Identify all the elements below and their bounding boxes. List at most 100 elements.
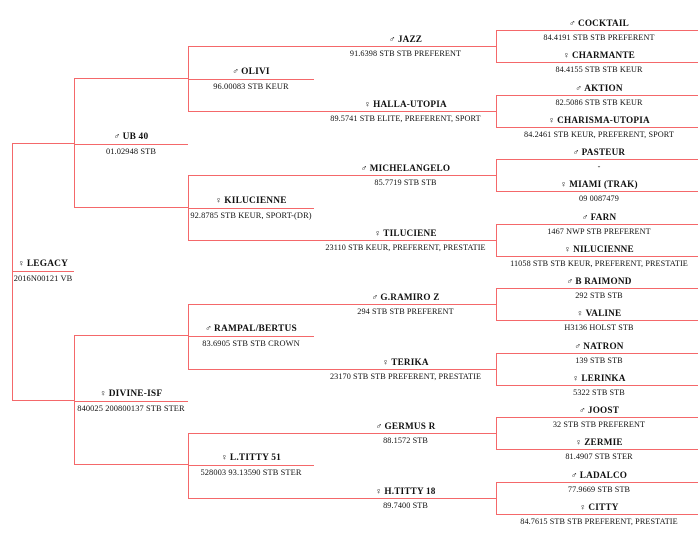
- node-michelangelo[interactable]: ♂MICHELANGELO 85.7719 STB STB: [314, 163, 497, 188]
- node-charisma-utopia[interactable]: ♀CHARISMA-UTOPIA 84.2461 STB KEUR, PREFE…: [500, 115, 698, 140]
- node-b-raimond-name: ♂B RAIMOND: [566, 276, 632, 286]
- node-aktion-rule: [500, 95, 698, 96]
- female-icon: ♀: [579, 502, 587, 512]
- node-aktion[interactable]: ♂AKTION 82.5086 STB STB KEUR: [500, 83, 698, 108]
- node-olivi[interactable]: ♂OLIVI 96.00083 STB KEUR: [188, 66, 314, 92]
- node-ltitty51[interactable]: ♀L.TITTY 51 528003 93.13590 STB STER: [188, 452, 314, 478]
- node-germus-r[interactable]: ♂GERMUS R 88.1572 STB: [314, 421, 497, 446]
- node-valine[interactable]: ♀VALINE H3136 HOLST STB: [500, 308, 698, 333]
- node-joost[interactable]: ♂JOOST 32 STB STB PREFERENT: [500, 405, 698, 430]
- node-gramiro-z-detail: 294 STB STB PREFERENT: [357, 307, 454, 316]
- node-valine-rule: [500, 320, 698, 321]
- node-htitty18-name: ♀H.TITTY 18: [375, 486, 436, 496]
- male-icon: ♂: [371, 292, 379, 302]
- node-charmante-detail: 84.4155 STB STB KEUR: [555, 65, 643, 74]
- node-farn[interactable]: ♂FARN 1467 NWP STB PREFERENT: [500, 212, 698, 237]
- node-lerinka-rule: [500, 385, 698, 386]
- node-charmante-rule: [500, 62, 698, 63]
- node-legacy[interactable]: ♀LEGACY 2016N00121 VB: [12, 258, 74, 284]
- node-zermie-name: ♀ZERMIE: [575, 437, 623, 447]
- node-zermie[interactable]: ♀ZERMIE 81.4907 STB STER: [500, 437, 698, 462]
- node-tiluciene[interactable]: ♀TILUCIENE 23110 STB KEUR, PREFERENT, PR…: [314, 228, 497, 253]
- node-cocktail-rule: [500, 30, 698, 31]
- node-citty[interactable]: ♀CITTY 84.7615 STB STB PREFERENT, PRESTA…: [500, 502, 698, 527]
- male-icon: ♂: [375, 421, 383, 431]
- node-joost-rule: [500, 417, 698, 418]
- female-icon: ♀: [560, 179, 568, 189]
- node-b-raimond-rule: [500, 288, 698, 289]
- node-pasteur-detail: -: [597, 162, 601, 171]
- node-kilucienne-rule: [188, 208, 314, 209]
- node-olivi-name: ♂OLIVI: [232, 66, 270, 77]
- node-valine-name: ♀VALINE: [576, 308, 622, 318]
- node-lerinka[interactable]: ♀LERINKA 5322 STB STB: [500, 373, 698, 398]
- node-ltitty51-rule: [188, 465, 314, 466]
- node-halla-utopia-rule: [314, 111, 497, 112]
- node-cocktail-name: ♂COCKTAIL: [569, 18, 629, 28]
- node-ladalco-name: ♂LADALCO: [570, 470, 628, 480]
- male-icon: ♂: [578, 405, 586, 415]
- node-halla-utopia-detail: 89.5741 STB ELITE, PREFERENT, SPORT: [330, 114, 481, 123]
- node-charisma-utopia-detail: 84.2461 STB KEUR, PREFERENT, SPORT: [524, 130, 674, 139]
- node-pasteur[interactable]: ♂PASTEUR -: [500, 147, 698, 172]
- male-icon: ♂: [572, 147, 580, 157]
- node-charisma-utopia-name: ♀CHARISMA-UTOPIA: [548, 115, 650, 125]
- node-germus-r-name: ♂GERMUS R: [375, 421, 436, 431]
- node-zermie-detail: 81.4907 STB STER: [565, 452, 633, 461]
- female-icon: ♀: [215, 195, 223, 205]
- node-rampal-bertus[interactable]: ♂RAMPAL/BERTUS 83.6905 STB STB CROWN: [188, 323, 314, 349]
- node-rampal-bertus-rule: [188, 336, 314, 337]
- node-citty-name: ♀CITTY: [579, 502, 619, 512]
- node-nilucienne-name: ♀NILUCIENNE: [564, 244, 634, 254]
- node-aktion-name: ♂AKTION: [575, 83, 623, 93]
- node-ub40-rule: [74, 144, 188, 145]
- node-citty-detail: 84.7615 STB STB PREFERENT, PRESTATIE: [520, 517, 678, 526]
- node-miami-trak-detail: 09 0087479: [579, 194, 619, 203]
- node-michelangelo-rule: [314, 175, 497, 176]
- female-icon: ♀: [99, 388, 107, 398]
- node-olivi-detail: 96.00083 STB KEUR: [213, 82, 289, 91]
- node-lerinka-name: ♀LERINKA: [572, 373, 626, 383]
- node-nilucienne[interactable]: ♀NILUCIENNE 11058 STB STB KEUR, PREFEREN…: [500, 244, 698, 269]
- male-icon: ♂: [574, 341, 582, 351]
- node-terika[interactable]: ♀TERIKA 23170 STB STB PREFERENT, PRESTAT…: [314, 357, 497, 382]
- female-icon: ♀: [576, 308, 584, 318]
- node-divine-isf-detail: 840025 200800137 STB STER: [77, 404, 185, 413]
- node-miami-trak-name: ♀MIAMI (TRAK): [560, 179, 638, 189]
- node-divine-isf[interactable]: ♀DIVINE-ISF 840025 200800137 STB STER: [74, 388, 188, 414]
- male-icon: ♂: [569, 18, 576, 28]
- node-gramiro-z[interactable]: ♂G.RAMIRO Z 294 STB STB PREFERENT: [314, 292, 497, 317]
- node-kilucienne[interactable]: ♀KILUCIENNE 92.8785 STB KEUR, SPORT-(DR): [188, 195, 314, 221]
- node-ltitty51-detail: 528003 93.13590 STB STER: [200, 468, 302, 477]
- node-ub40[interactable]: ♂UB 40 01.02948 STB: [74, 131, 188, 157]
- node-ladalco[interactable]: ♂LADALCO 77.9669 STB STB: [500, 470, 698, 495]
- node-nilucienne-rule: [500, 256, 698, 257]
- male-icon: ♂: [360, 163, 368, 173]
- node-natron[interactable]: ♂NATRON 139 STB STB: [500, 341, 698, 366]
- node-nilucienne-detail: 11058 STB STB KEUR, PREFERENT, PRESTATIE: [510, 259, 688, 268]
- node-pasteur-rule: [500, 159, 698, 160]
- node-joost-name: ♂JOOST: [578, 405, 620, 415]
- node-lerinka-detail: 5322 STB STB: [573, 388, 625, 397]
- node-htitty18[interactable]: ♀H.TITTY 18 89.7400 STB: [314, 486, 497, 511]
- node-tiluciene-detail: 23110 STB KEUR, PREFERENT, PRESTATIE: [325, 243, 486, 252]
- node-kilucienne-name: ♀KILUCIENNE: [215, 195, 287, 206]
- node-rampal-bertus-name: ♂RAMPAL/BERTUS: [205, 323, 297, 334]
- node-charmante[interactable]: ♀CHARMANTE 84.4155 STB STB KEUR: [500, 50, 698, 75]
- node-olivi-rule: [188, 79, 314, 80]
- node-tiluciene-rule: [314, 240, 497, 241]
- female-icon: ♀: [548, 115, 556, 125]
- node-b-raimond[interactable]: ♂B RAIMOND 292 STB STB: [500, 276, 698, 301]
- node-miami-trak[interactable]: ♀MIAMI (TRAK) 09 0087479: [500, 179, 698, 204]
- node-jazz[interactable]: ♂JAZZ 91.6398 STB STB PREFERENT: [314, 34, 497, 59]
- node-aktion-detail: 82.5086 STB STB KEUR: [555, 98, 643, 107]
- male-icon: ♂: [388, 34, 396, 44]
- node-cocktail[interactable]: ♂COCKTAIL 84.4191 STB STB PREFERENT: [500, 18, 698, 43]
- node-ladalco-detail: 77.9669 STB STB: [567, 485, 631, 494]
- node-jazz-rule: [314, 46, 497, 47]
- node-halla-utopia[interactable]: ♀HALLA-UTOPIA 89.5741 STB ELITE, PREFERE…: [314, 99, 497, 124]
- node-charisma-utopia-rule: [500, 127, 698, 128]
- node-natron-detail: 139 STB STB: [575, 356, 623, 365]
- node-kilucienne-detail: 92.8785 STB KEUR, SPORT-(DR): [190, 211, 312, 220]
